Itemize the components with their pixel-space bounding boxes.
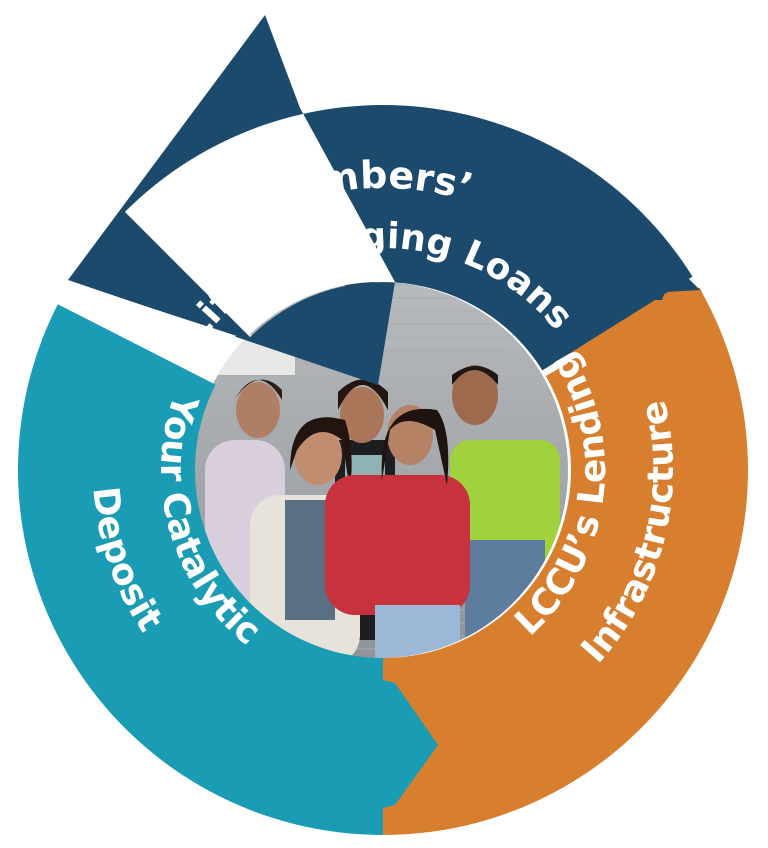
loans-segment xyxy=(68,15,700,385)
deposit-segment xyxy=(17,304,439,836)
segment-divider xyxy=(65,280,236,341)
person xyxy=(325,405,470,658)
infrastructure-segment xyxy=(383,287,749,836)
